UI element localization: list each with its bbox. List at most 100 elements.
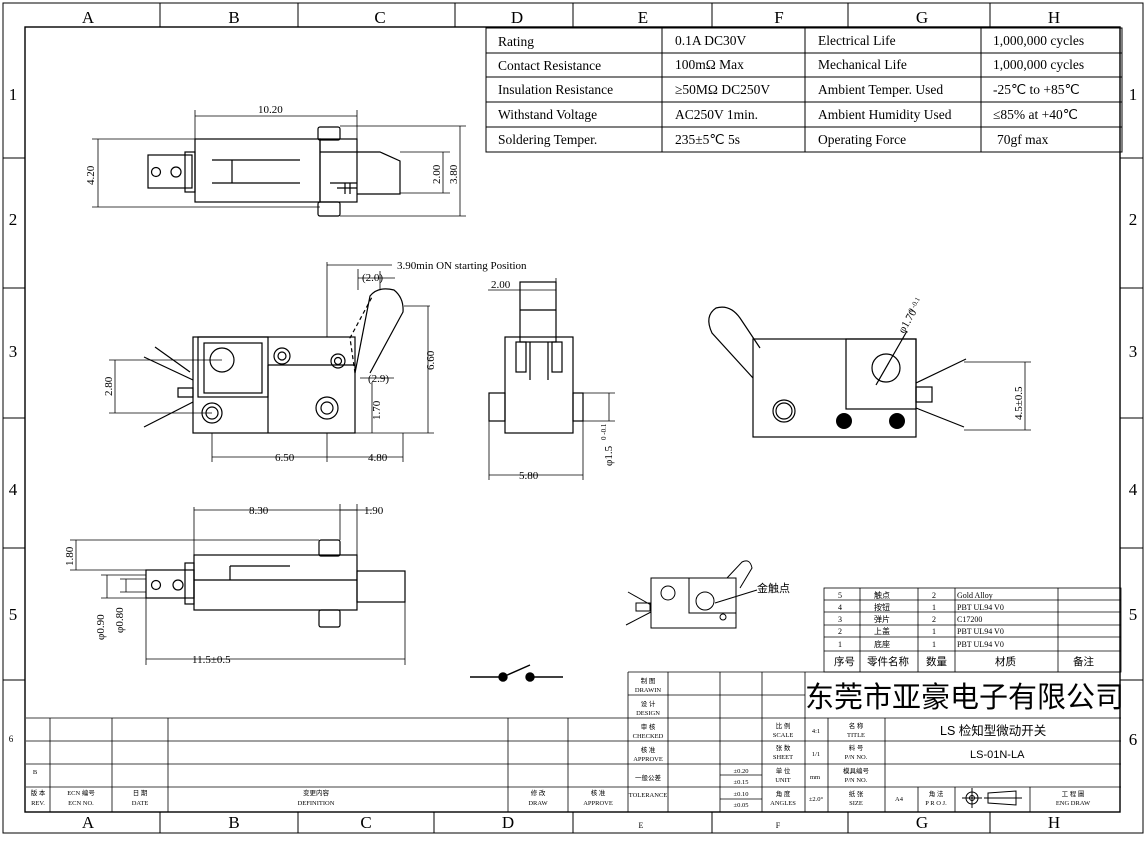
bom-cell: 上盖 [874,626,890,636]
dim-tolerance: 0 -0.1 [600,423,608,440]
tb-label: 单 位 [776,766,791,775]
bom-cell: 触点 [874,590,890,600]
dim-label: 5.80 [519,470,539,482]
tb-label: P/N NO. [845,754,868,761]
border-row-labels: 1 2 3 4 5 6 1 2 3 4 5 6 [9,85,1138,749]
tb-label: UNIT [775,777,791,784]
tb-tol: ±0.15 [734,779,749,786]
tb-value: A4 [895,796,904,803]
col-label: C [374,8,385,27]
top-view [147,126,401,217]
dim-label: 4.5±0.5 [1013,386,1025,420]
tb-label: DEFINITION [298,800,335,807]
bom-cell: PBT UL94 V0 [957,627,1004,636]
dim-label: 11.5±0.5 [192,654,231,666]
tb-label: ENG DRAW [1056,800,1091,807]
spec-label: Contact Resistance [498,58,601,73]
bom-cell: 1 [932,627,936,636]
spec-value: 100mΩ Max [675,57,744,72]
rear-view-contacts [836,413,905,429]
tb-label: 核 准 [641,745,656,754]
tb-value: mm [810,774,820,781]
border-col-ticks [3,3,1143,833]
drawing-title: LS 检知型微动开关 [940,723,1046,738]
bom-header: 数量 [926,655,947,668]
col-label: D [511,8,523,27]
dim-label: 4.20 [85,165,97,185]
spec-label: Soldering Temper. [498,132,597,147]
front-view [143,288,404,434]
contact-detail-view [625,560,758,629]
tb-label: 版 本 [31,788,46,797]
tb-value: ±2.0° [809,796,824,803]
spec-label: Withstand Voltage [498,107,597,122]
tb-label: 张 数 [776,743,791,752]
spec-label: Operating Force [818,132,906,147]
projection-symbol-icon [962,788,1022,808]
bom-cell: 2 [932,591,936,600]
row-label: 6 [9,734,14,744]
dim-label: 3.80 [448,164,460,184]
top-view-dims [92,110,466,217]
col-label: D [502,813,514,832]
spec-value: 1,000,000 cycles [993,57,1084,72]
spec-label: Electrical Life [818,33,896,48]
tb-tol: ±0.05 [734,802,749,809]
tb-label: DRAW [528,800,548,807]
tb-label: 审 核 [641,722,656,731]
tb-label: DATE [132,800,149,807]
spec-label: Rating [498,34,534,49]
col-label: G [916,813,928,832]
tb-label: 纸 张 [849,789,864,798]
tb-label: ECN NO. [68,800,94,807]
row-label: 2 [9,210,18,229]
row-label: 4 [1129,480,1138,499]
dim-tolerance: 0 -0.1 [907,295,922,314]
tb-tol: ±0.20 [734,768,749,775]
row-label: 3 [9,342,18,361]
tb-label: DESIGN [636,710,660,717]
tb-label: SHEET [773,754,793,761]
bom-cell: 底座 [874,639,890,649]
bom-cell: 1 [932,640,936,649]
tb-label: 模具编号 [843,766,870,775]
rear-view-dims [964,361,1031,431]
bom-cell: PBT UL94 V0 [957,640,1004,649]
side-view-dims [488,278,615,480]
bom-cell: Gold Alloy [957,591,993,600]
tb-label: 变更内容 [303,788,330,797]
bottom-view-dims [70,504,406,665]
tb-label: 比 例 [776,721,791,730]
tb-label: REV. [31,800,45,807]
spec-label: Ambient Humidity Used [818,107,952,122]
side-view [488,281,584,434]
dim-label: 1.90 [364,505,384,517]
dim-label: 3.90min ON starting Position [397,260,527,272]
dim-label: (2.9) [368,373,389,385]
dim-label: (2.0) [362,272,383,284]
bom-cell: 3 [838,615,842,624]
row-label: 5 [9,605,18,624]
tb-label: ANGLES [770,800,796,807]
row-label: 1 [1129,85,1138,104]
tb-label: 角 度 [776,789,791,798]
tb-label: TITLE [847,732,865,739]
col-label: F [774,8,783,27]
spec-table: Rating 0.1A DC30V Electrical Life 1,000,… [485,27,1123,153]
company-name: 东莞市亚豪电子有限公司 [805,681,1124,714]
col-label: H [1048,813,1060,832]
tb-rev: B [33,769,38,776]
dim-label: 1.80 [64,546,76,566]
col-label: H [1048,8,1060,27]
col-label: C [360,813,371,832]
tb-label: 日 期 [133,789,148,797]
gold-contact-label: 金触点 [757,581,790,595]
bom-cell: PBT UL94 V0 [957,603,1004,612]
rear-view [708,306,967,438]
dim-label: 6.60 [425,350,437,370]
col-label: E [638,8,648,27]
tb-label: 制 图 [641,676,656,685]
col-label: A [82,813,95,832]
dim-label: φ0.80 [114,607,126,633]
